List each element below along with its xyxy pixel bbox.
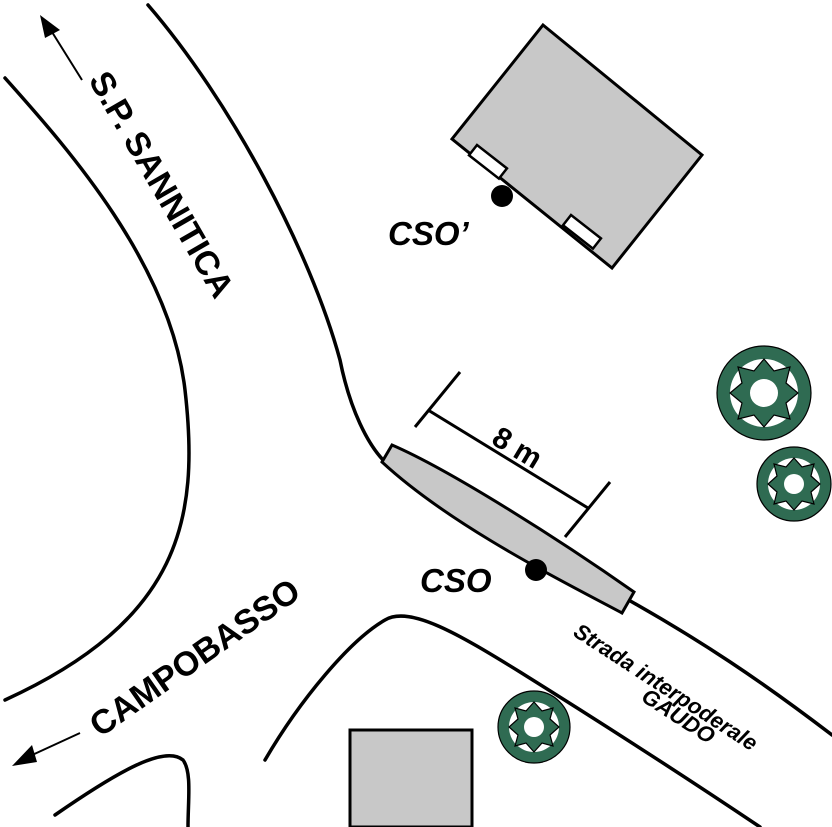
arrow-icon (12, 732, 81, 766)
label-cso: CSO (420, 562, 492, 599)
arrow-icon (40, 15, 83, 81)
point-marker-icon (525, 559, 547, 581)
tree-icon (497, 690, 571, 764)
label-campobasso: CAMPOBASSO (83, 571, 308, 744)
road-edge-sp-left (3, 76, 191, 702)
building-window-2 (561, 213, 603, 251)
building-lower (348, 728, 474, 827)
label-dimension: 8 m (486, 421, 547, 476)
curb-strip (380, 443, 636, 616)
road-edge-campobasso-lower (53, 754, 191, 827)
road-edge-gaudo-lower (263, 614, 762, 827)
label-cso-prime: CSO’ (388, 215, 470, 252)
label-strada-line1: Strada interpoderale (569, 618, 762, 755)
dimension-line (413, 371, 612, 538)
tree-icon (756, 446, 832, 522)
building-upper (449, 22, 705, 271)
point-marker-icon (491, 185, 513, 207)
tree-icon (716, 345, 812, 441)
building-window-1 (467, 143, 509, 181)
road-edge-sp-right (146, 3, 387, 464)
